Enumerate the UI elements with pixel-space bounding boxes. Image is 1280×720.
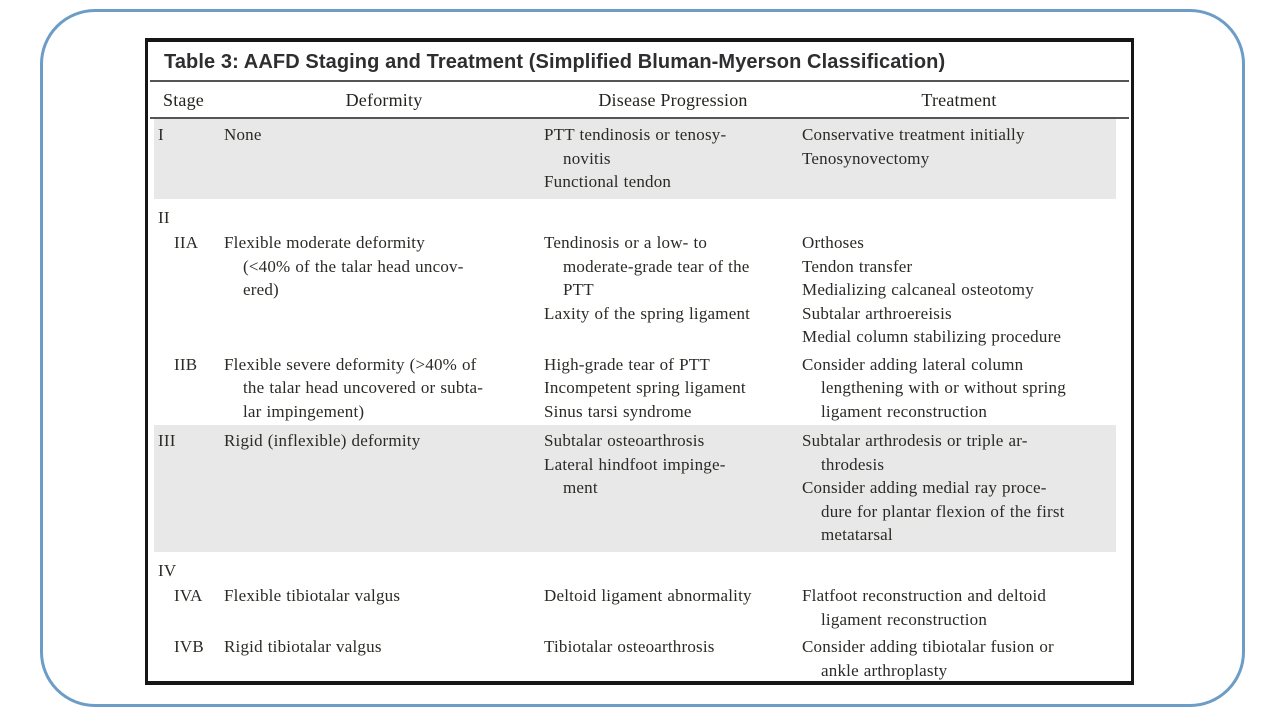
text-line: PTT tendinosis or tenosy- <box>544 125 727 144</box>
table-row-II: II <box>154 199 1116 230</box>
text-line: Rigid tibiotalar valgus <box>224 637 382 656</box>
table-row-IV: IV <box>154 552 1116 583</box>
cell-stage: IVB <box>154 635 224 659</box>
text-line: Medial column stabilizing procedure <box>802 327 1062 346</box>
stage-label: IVA <box>174 586 203 605</box>
text-line: Medializing calcaneal osteotomy <box>802 280 1034 299</box>
title-rule <box>150 80 1129 82</box>
cell-stage: III <box>154 429 224 453</box>
table-title: Table 3: AAFD Staging and Treatment (Sim… <box>164 51 946 73</box>
text-line: Flexible moderate deformity <box>224 233 425 252</box>
text-line: ligament reconstruction <box>821 401 988 421</box>
cell-progression: High-grade tear of PTT Incompetent spring… <box>544 353 802 424</box>
table-row-IIA: IIA Flexible moderate deformity (<40% of t… <box>154 229 1116 351</box>
text-line: Laxity of the spring ligament <box>544 303 751 323</box>
text-line: Subtalar osteoarthrosis <box>544 431 705 450</box>
text-line: Subtalar arthroereisis <box>802 303 952 323</box>
text-line: lengthening with or without spring <box>821 378 1066 397</box>
cell-stage: I <box>154 123 224 147</box>
text-line: Lateral hindfoot impinge- <box>544 454 726 474</box>
cell-deformity: Flexible severe deformity (>40% of the ta… <box>224 353 544 424</box>
cell-treatment: Consider adding tibiotalar fusion or ankl… <box>802 635 1116 681</box>
text-line: Subtalar arthrodesis or triple ar- <box>802 431 1028 450</box>
cell-stage: IIA <box>154 231 224 255</box>
text-line: ered) <box>243 280 279 299</box>
column-header-stage: Stage <box>163 90 204 110</box>
header-rule <box>150 117 1129 119</box>
cell-treatment: Subtalar arthrodesis or triple ar-throde… <box>802 429 1116 547</box>
cell-deformity: None <box>224 123 544 147</box>
stage-label: IV <box>158 560 177 580</box>
stage-label: IIA <box>174 233 199 252</box>
text-line: ligament reconstruction <box>821 609 988 629</box>
cell-stage: IV <box>154 559 224 583</box>
text-line: ankle arthroplasty <box>821 660 948 680</box>
stage-label: I <box>158 125 164 144</box>
stage-label: II <box>158 207 170 227</box>
text-line: PTT <box>563 280 594 299</box>
text-line: moderate-grade tear of the <box>563 256 750 276</box>
text-line: the talar head uncovered or subta- <box>243 378 484 397</box>
table-header-row: Stage Deformity Disease Progression Trea… <box>148 82 1131 117</box>
text-line: ment <box>563 478 598 497</box>
stage-label: III <box>158 431 176 450</box>
cell-deformity: Flexible moderate deformity (<40% of the … <box>224 231 544 302</box>
text-line: Flexible severe deformity (>40% of <box>224 354 477 374</box>
table-row-IVB: IVB Rigid tibiotalar valgus Tibiotalar ost… <box>154 633 1116 681</box>
table-row-IVA: IVA Flexible tibiotalar valgus Deltoid lig… <box>154 582 1116 633</box>
text-line: Tenosynovectomy <box>802 148 930 168</box>
text-line: Tendinosis or a low- to <box>544 233 708 252</box>
stage-label: IIB <box>174 354 198 374</box>
text-line: Orthoses <box>802 233 865 252</box>
text-line: Incompetent spring ligament <box>544 378 746 397</box>
slide-rounded-frame <box>40 9 1245 707</box>
text-line: Consider adding lateral column <box>802 354 1024 374</box>
text-line: Tibiotalar osteoarthrosis <box>544 637 715 656</box>
text-line: Consider adding tibiotalar fusion or <box>802 637 1054 656</box>
text-line: Flexible tibiotalar valgus <box>224 586 401 605</box>
text-line: None <box>224 125 262 144</box>
table-row-IIB: IIB Flexible severe deformity (>40% of the… <box>154 351 1116 426</box>
cell-deformity: Rigid (inflexible) deformity <box>224 429 544 453</box>
text-line: Flatfoot reconstruction and deltoid <box>802 586 1047 605</box>
cell-stage: II <box>154 206 224 230</box>
cell-progression: Tibiotalar osteoarthrosis <box>544 635 802 659</box>
cell-deformity: Rigid tibiotalar valgus <box>224 635 544 659</box>
cell-progression: Tendinosis or a low- to moderate-grade te… <box>544 231 802 325</box>
text-line: High-grade tear of PTT <box>544 354 710 374</box>
text-line: Functional tendon <box>544 172 672 191</box>
cell-stage: IVA <box>154 584 224 608</box>
text-line: Conservative treatment initially <box>802 125 1025 144</box>
cell-progression: Deltoid ligament abnormality <box>544 584 802 608</box>
text-line: Rigid (inflexible) deformity <box>224 431 421 450</box>
text-line: throdesis <box>821 454 885 474</box>
text-line: Consider adding medial ray proce- <box>802 478 1047 497</box>
cell-treatment: Flatfoot reconstruction and deltoid ligam… <box>802 584 1116 631</box>
text-line: novitis <box>563 148 611 168</box>
text-line: lar impingement) <box>243 401 365 421</box>
column-header-treatment: Treatment <box>921 90 997 110</box>
text-line: dure for plantar flexion of the first <box>821 501 1065 521</box>
column-header-disease-progression: Disease Progression <box>598 90 748 110</box>
text-line: Deltoid ligament abnormality <box>544 586 752 605</box>
text-line: Sinus tarsi syndrome <box>544 401 692 421</box>
cell-deformity: Flexible tibiotalar valgus <box>224 584 544 608</box>
text-line: metatarsal <box>821 525 893 544</box>
text-line: Tendon transfer <box>802 256 913 276</box>
aafd-table: Table 3: AAFD Staging and Treatment (Sim… <box>145 38 1134 685</box>
text-line: (<40% of the talar head uncov- <box>243 256 464 276</box>
stage-label: IVB <box>174 637 204 656</box>
table-row-III: III Rigid (inflexible) deformity Subtalar … <box>154 425 1116 552</box>
cell-stage: IIB <box>154 353 224 377</box>
column-header-deformity: Deformity <box>345 90 423 110</box>
cell-treatment: Consider adding lateral column lengthenin… <box>802 353 1116 424</box>
